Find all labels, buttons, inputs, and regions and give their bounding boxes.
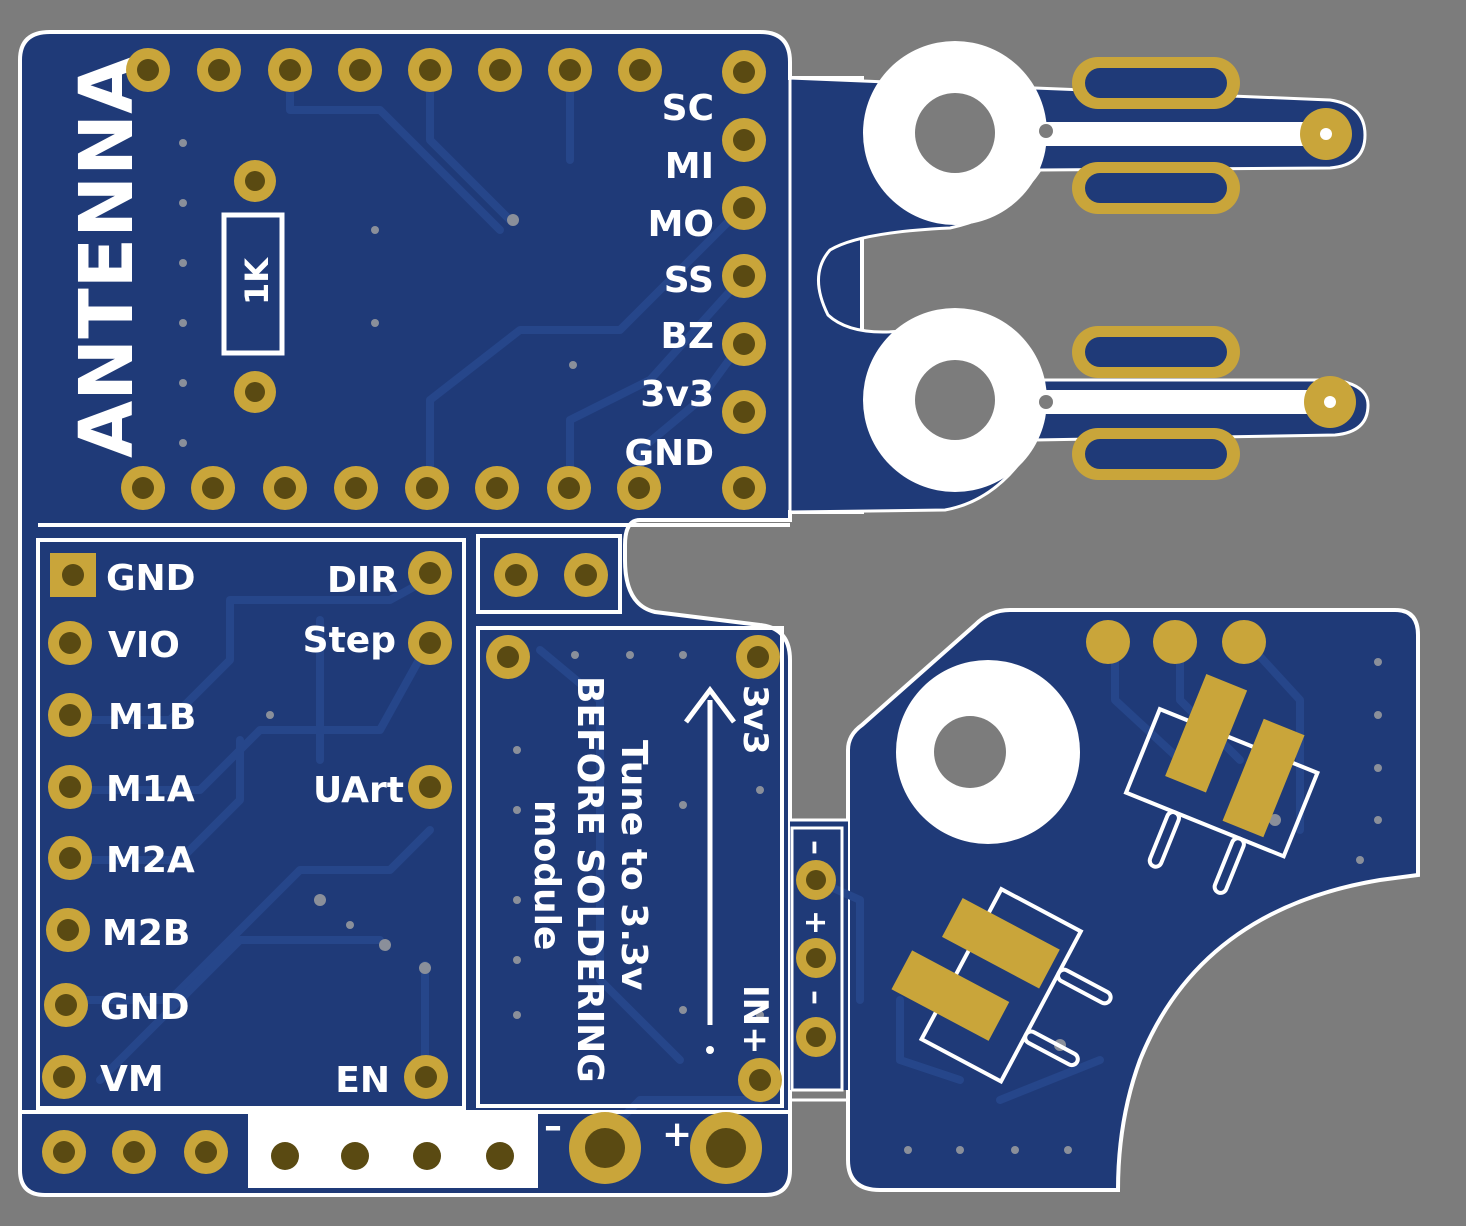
resistor-label: 1K [238,257,276,305]
antenna-label: ANTENNA [64,57,150,458]
driver-right-labels: DIR Step UArt EN [303,560,404,1101]
driver-module-outline [36,538,466,1110]
jumper-outline [476,534,622,614]
pin-label-ss: SS [664,260,714,301]
top-pin-labels: SC MI MO SS BZ 3v3 GND [624,88,714,474]
driver-left-labels: GND VIO M1B M1A M2A M2B GND VM [100,558,196,1100]
pin-label-bz: BZ [660,316,714,357]
regulator-output-label: 3v3 [735,685,775,754]
driver-pin-m2b: M2B [102,913,190,954]
driver-pin-gnd2: GND [100,987,190,1028]
pin-label-3v3: 3v3 [640,374,714,415]
driver-pin-dir: DIR [327,560,398,601]
driver-pin-vm: VM [100,1059,164,1100]
driver-pin-vio: VIO [108,625,180,666]
side-header-outline [790,826,844,1092]
driver-pin-uart: UArt [313,770,404,811]
driver-right-pins [404,551,452,1099]
driver-pin-m2a: M2A [106,840,195,881]
switch-footprint-lower [891,886,1113,1085]
pin-label-mo: MO [648,204,714,245]
pin-label-mi: MI [665,146,714,187]
pin-label-gnd: GND [624,433,714,474]
regulator-note-line2: BEFORE SOLDERING [569,676,610,1083]
regulator-outline [476,626,784,1108]
mount-top-pads [1086,620,1266,664]
regulator-pins [486,635,782,1102]
solder-tab-lower [863,308,1356,492]
resistor-outline [221,212,285,356]
solder-tab-upper [863,41,1352,225]
jumper-pins [494,553,608,597]
side-header-label-2: + [798,910,833,935]
side-header-label-1: – [798,840,833,855]
pin-label-sc: SC [662,88,714,129]
top-right-pins [722,118,766,434]
driver-pin-gnd: GND [106,558,196,599]
power-connector [569,1112,762,1184]
driver-pin-m1a: M1A [106,769,195,810]
driver-left-pins [42,553,96,1099]
power-minus-label: – [544,1106,562,1147]
resistor-pads [234,160,276,413]
bottom-left-pins [42,1130,228,1174]
regulator-input-label: IN+ [735,985,775,1055]
mid-pin-row [121,466,766,510]
top-pin-row [126,48,766,94]
regulator-note-line3: module [526,800,567,950]
driver-pin-m1b: M1B [108,697,196,738]
driver-pin-en: EN [335,1060,390,1101]
switch-footprint-upper [1123,674,1321,895]
driver-pin-step: Step [303,620,396,661]
side-header-pins [796,860,836,1057]
bottom-strip-holes [271,1142,514,1170]
side-header-label-3: – [798,990,833,1005]
power-plus-label: + [662,1114,692,1155]
regulator-note-line1: Tune to 3.3v [613,740,654,991]
arrow-up-icon [684,685,736,1054]
mount-hole [896,660,1080,844]
